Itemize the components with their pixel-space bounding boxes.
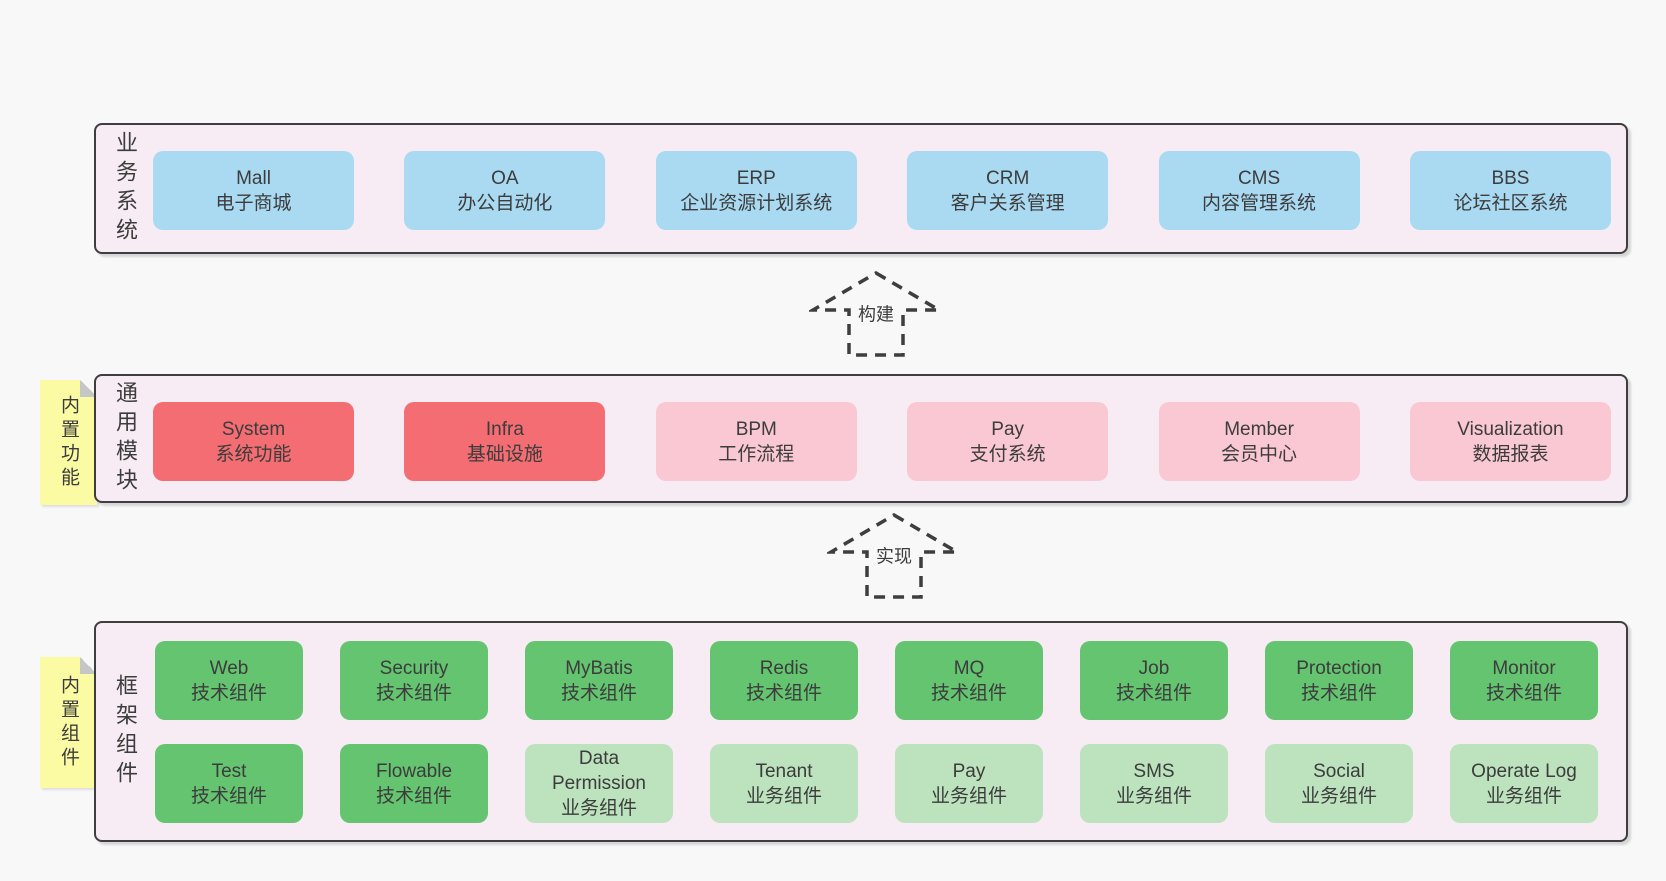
- box-cms: CMS 内容管理系统: [1158, 151, 1360, 230]
- panel-modules-side-label: 通用模块: [113, 380, 138, 497]
- box-infra: Infra 基础设施: [404, 402, 606, 481]
- panel-framework-side-label: 框架组件: [113, 673, 138, 790]
- framework-row-1: Web 技术组件 Security 技术组件 MyBatis 技术组件 Redi…: [155, 641, 1598, 720]
- box-visualization: Visualization 数据报表: [1409, 402, 1611, 481]
- sticky-note-label: 内置功能: [58, 394, 79, 491]
- box-web: Web 技术组件: [155, 641, 303, 720]
- dashed-up-arrow-icon: [809, 270, 943, 357]
- box-sms: SMS 业务组件: [1080, 744, 1228, 823]
- box-pay-system: Pay 支付系统: [907, 402, 1109, 481]
- arrow-implement-up: 实现: [827, 512, 961, 600]
- sticky-fold-corner: [80, 657, 97, 674]
- box-job: Job 技术组件: [1080, 641, 1228, 720]
- box-crm: CRM 客户关系管理: [907, 151, 1109, 230]
- modules-box-row: System 系统功能 Infra 基础设施 BPM 工作流程 Pay 支付系统…: [96, 376, 1626, 481]
- sticky-fold-corner: [80, 380, 97, 397]
- box-redis: Redis 技术组件: [710, 641, 858, 720]
- box-monitor: Monitor 技术组件: [1450, 641, 1598, 720]
- panel-common-modules: 通用模块 System 系统功能 Infra 基础设施 BPM 工作流程 Pay…: [94, 374, 1628, 503]
- box-test: Test 技术组件: [155, 744, 303, 823]
- box-mq: MQ 技术组件: [895, 641, 1043, 720]
- sticky-note-label: 内置组件: [58, 674, 79, 771]
- box-data-permission: Data Permission 业务组件: [525, 744, 673, 823]
- box-tenant: Tenant 业务组件: [710, 744, 858, 823]
- business-box-row: Mall 电子商城 OA 办公自动化 ERP 企业资源计划系统 CRM 客户关系…: [96, 125, 1626, 230]
- panel-business-systems: 业务系统 Mall 电子商城 OA 办公自动化 ERP 企业资源计划系统 CRM…: [94, 123, 1628, 254]
- box-bbs: BBS 论坛社区系统: [1409, 151, 1611, 230]
- box-pay-component: Pay 业务组件: [895, 744, 1043, 823]
- box-bpm: BPM 工作流程: [655, 402, 857, 481]
- sticky-note-built-in-features: 内置功能: [40, 380, 97, 505]
- framework-row-2: Test 技术组件 Flowable 技术组件 Data Permission …: [155, 744, 1598, 823]
- panel-framework-components: 框架组件 Web 技术组件 Security 技术组件 MyBatis 技术组件…: [94, 621, 1628, 842]
- arrow-build-up: 构建: [809, 270, 943, 358]
- box-operate-log: Operate Log 业务组件: [1450, 744, 1598, 823]
- box-erp: ERP 企业资源计划系统: [655, 151, 857, 230]
- panel-business-side-label: 业务系统: [113, 130, 138, 247]
- box-mybatis: MyBatis 技术组件: [525, 641, 673, 720]
- sticky-note-built-in-components: 内置组件: [40, 657, 97, 788]
- arrow-build-label: 构建: [854, 299, 898, 328]
- box-system: System 系统功能: [153, 402, 354, 481]
- box-mall: Mall 电子商城: [153, 151, 354, 230]
- box-social: Social 业务组件: [1265, 744, 1413, 823]
- framework-box-rows: Web 技术组件 Security 技术组件 MyBatis 技术组件 Redi…: [96, 623, 1626, 823]
- box-oa: OA 办公自动化: [404, 151, 606, 230]
- box-protection: Protection 技术组件: [1265, 641, 1413, 720]
- dashed-up-arrow-icon: [827, 512, 961, 599]
- box-security: Security 技术组件: [340, 641, 488, 720]
- box-flowable: Flowable 技术组件: [340, 744, 488, 823]
- box-member: Member 会员中心: [1158, 402, 1360, 481]
- arrow-implement-label: 实现: [872, 541, 916, 570]
